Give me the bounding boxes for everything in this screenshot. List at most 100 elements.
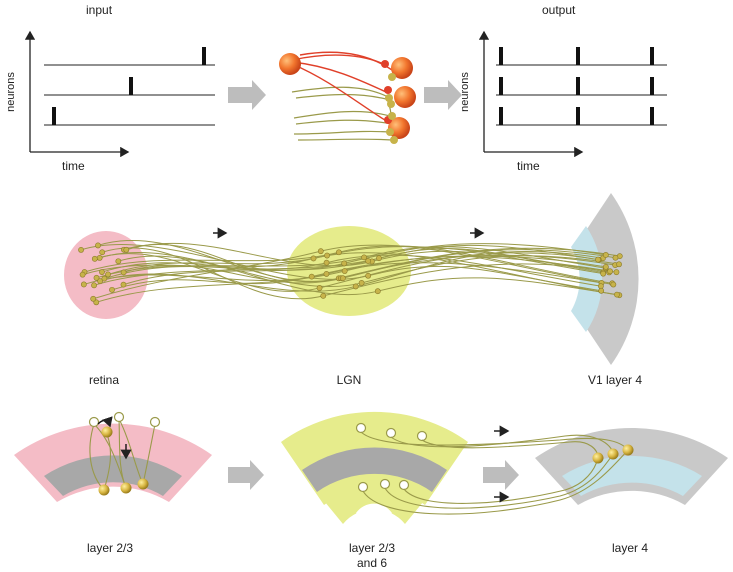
v1-outer-layer: [583, 193, 639, 365]
axon-fiber: [104, 252, 620, 296]
layer4-blue-band: [562, 455, 702, 496]
layer236-notch: [356, 503, 392, 521]
neuron-dot: [308, 273, 315, 280]
visual-pathway: retina LGN V1 layer 4: [64, 193, 642, 387]
neuron-dot: [614, 291, 620, 298]
layer4-notch: [617, 495, 651, 513]
neuron-dot: [120, 281, 127, 288]
pathway-neurons: [78, 242, 623, 306]
neuron-dot: [358, 280, 365, 286]
neuron-dot: [339, 275, 346, 282]
neuron-dot: [602, 252, 609, 258]
neuron-dot: [123, 246, 130, 253]
input-ylabel: neurons: [5, 72, 17, 112]
neuron-dot: [91, 282, 97, 289]
neuron-dot: [99, 269, 105, 275]
output-ylabel: neurons: [459, 72, 471, 112]
lgn-label: LGN: [337, 373, 362, 387]
neuron-dot: [595, 256, 601, 263]
neuron-dot: [616, 261, 622, 268]
neuron-dot: [96, 255, 103, 261]
neuron-dot: [120, 269, 127, 276]
neuron-dot: [323, 259, 330, 266]
layer23-recurrent-arrow: [97, 416, 113, 428]
neuron-dot: [80, 281, 87, 288]
neuron-dot: [320, 292, 327, 299]
neuron-dot: [101, 275, 108, 282]
interlaminar-axons: [360, 431, 629, 515]
neuron-dot: [600, 270, 607, 277]
input-spike-1: [202, 47, 206, 65]
v1-label: V1 layer 4: [588, 373, 642, 387]
layer236-circuit: layer 2/3 and 6: [281, 411, 468, 570]
neuron-dot: [612, 254, 619, 261]
layer23-axon-terminals: [88, 411, 161, 428]
flow-arrow-a1: [228, 80, 266, 110]
neuron-dot: [361, 254, 367, 261]
neuron-dot: [341, 260, 348, 267]
retina-label: retina: [89, 373, 119, 387]
flow-arrow-c2: [483, 460, 519, 490]
circuit-axons: [291, 86, 393, 141]
circuit-illustration: [279, 51, 416, 144]
neuron-dot: [99, 249, 106, 256]
neuron-dot: [95, 242, 101, 249]
layer236-label-line1: layer 2/3: [349, 541, 395, 555]
neuron-dot: [323, 271, 330, 277]
layer23-neuron-top: [101, 426, 113, 438]
neuron-dot: [610, 281, 617, 288]
neuron-dot: [115, 258, 122, 265]
layer236-label-line2: and 6: [357, 556, 387, 570]
output-xlabel: time: [517, 159, 540, 173]
layer4-neuron-3: [592, 452, 604, 464]
neuron-dot: [365, 258, 372, 264]
output-spikes: [499, 47, 654, 125]
output-title: output: [542, 3, 576, 17]
layer236-axon-terminals: [355, 422, 428, 493]
lgn-region: [287, 226, 411, 316]
input-title: input: [86, 3, 113, 17]
axon-fiber: [111, 255, 606, 291]
neuron-dot: [78, 247, 84, 253]
neuron-dot: [310, 255, 317, 262]
neuron-dot: [374, 288, 381, 295]
neuron-dot: [613, 269, 620, 276]
layer23-circuit: layer 2/3: [14, 411, 212, 555]
layer236-gray-band: [302, 447, 447, 492]
input-xlabel: time: [62, 159, 85, 173]
circuit-source-neuron: [279, 53, 301, 75]
neuron-dot: [91, 255, 98, 262]
neuron-dot: [607, 268, 614, 275]
output-raster: output neurons time: [459, 3, 667, 173]
neuron-dot: [317, 248, 324, 255]
neuron-dot: [316, 285, 323, 291]
neuron-dot: [105, 271, 111, 278]
neuron-dot: [602, 263, 609, 270]
layer4-label: layer 4: [612, 541, 648, 555]
neuron-dot: [324, 252, 330, 259]
neuron-dot: [109, 286, 115, 293]
neuron-dot: [97, 278, 103, 285]
neuron-dot: [90, 295, 97, 302]
layer23-neuron-2: [120, 482, 132, 494]
neuron-dot: [376, 255, 382, 262]
layer4-neuron-1: [622, 444, 634, 456]
input-spike-3: [52, 107, 56, 125]
neuron-dot: [93, 274, 100, 281]
layer4-neuron-2: [607, 448, 619, 460]
circuit-target-neuron-2: [394, 86, 416, 108]
circuit-synapses: [381, 60, 398, 144]
flow-arrow-a2: [424, 80, 462, 110]
circuit-target-neuron-1: [391, 57, 413, 79]
neuron-dot: [335, 249, 342, 256]
neuron-dot: [352, 283, 359, 290]
input-spike-2: [129, 77, 133, 95]
neuron-dot: [365, 272, 372, 279]
layer23-neuron-3: [137, 478, 149, 490]
neuron-dot: [341, 268, 348, 274]
input-raster: input neurons time: [5, 3, 215, 173]
neuron-dot: [79, 271, 86, 278]
flow-arrow-c1: [228, 460, 264, 490]
layer23-label: layer 2/3: [87, 541, 133, 555]
